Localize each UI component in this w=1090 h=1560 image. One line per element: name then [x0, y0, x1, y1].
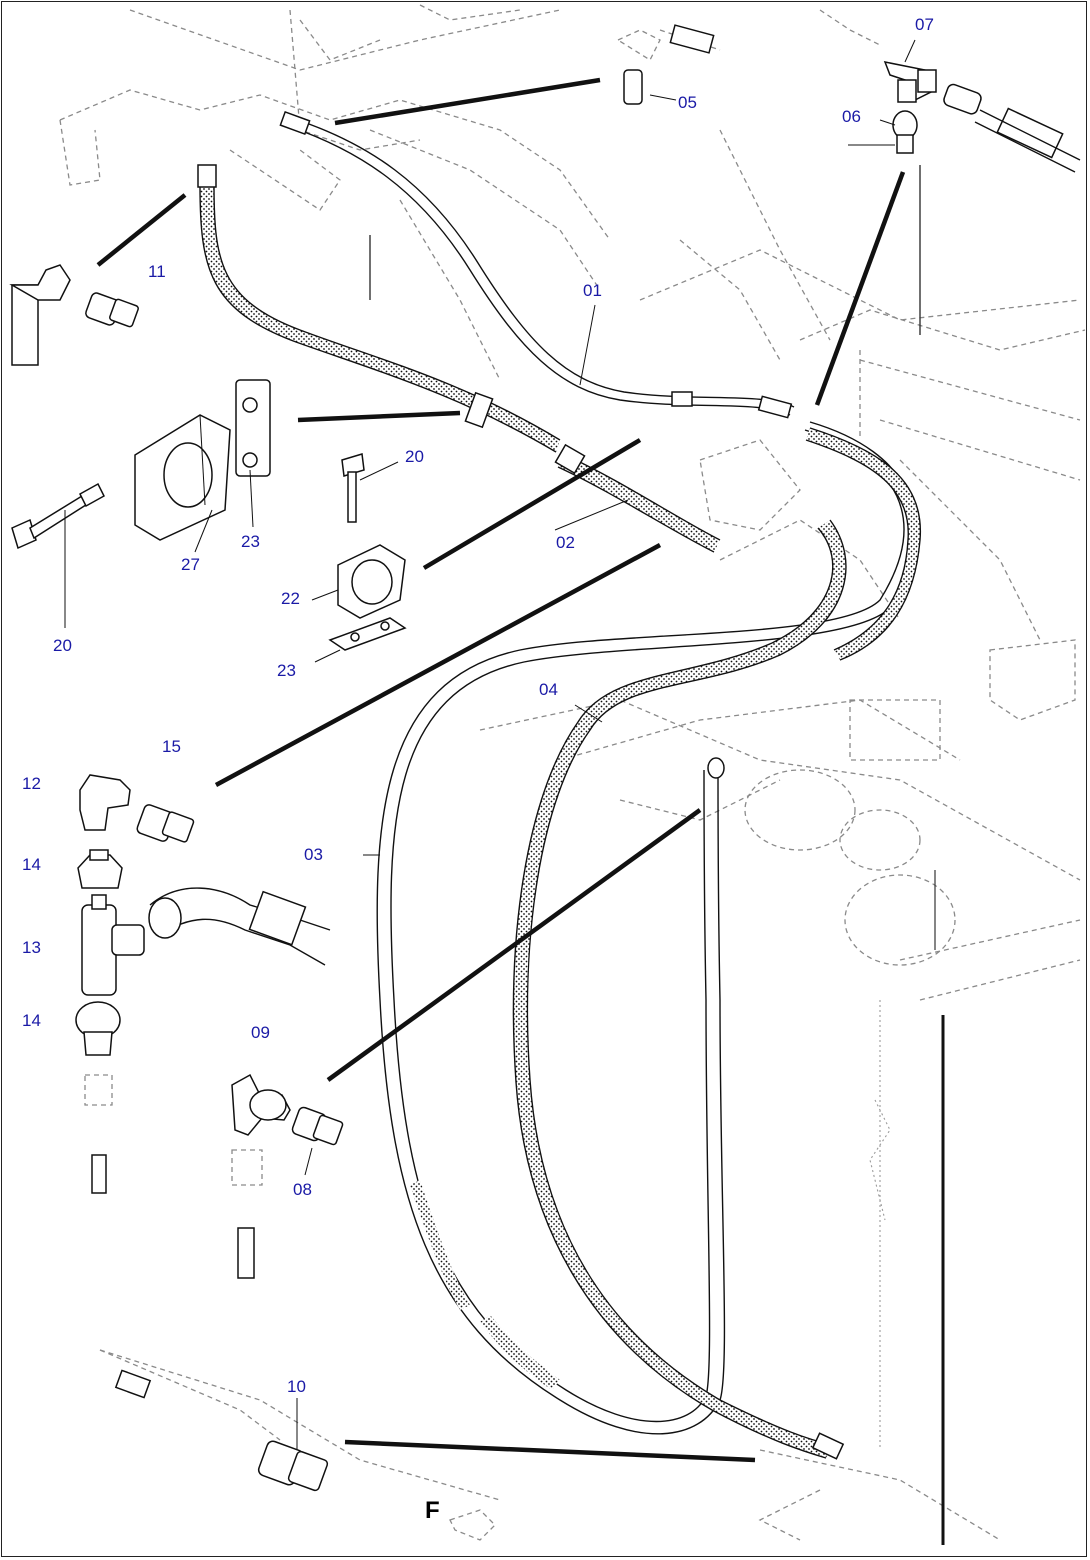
callout-07: 07	[915, 15, 934, 34]
callout-11: 11	[148, 262, 166, 281]
callout-06: 06	[842, 107, 861, 126]
callout-04: 04	[539, 680, 558, 699]
callout-leaders	[64, 39, 916, 1450]
callout-20-left: 20	[53, 636, 72, 655]
bolt-20-center	[341, 453, 365, 523]
hose-02	[554, 443, 721, 553]
callout-14-lower: 14	[22, 1011, 41, 1030]
background-structure	[59, 4, 1086, 1545]
callout-08: 08	[293, 1180, 312, 1199]
callout-05: 05	[678, 93, 697, 112]
callout-27: 27	[181, 555, 200, 574]
callout-20-center: 20	[405, 447, 424, 466]
hose-13-side	[148, 887, 331, 966]
fitting-15	[136, 804, 195, 843]
callout-15: 15	[162, 737, 181, 756]
fitting-05-group	[616, 24, 721, 105]
fitting-09	[231, 1073, 291, 1279]
fitting-08	[291, 1106, 344, 1146]
hose-right	[805, 427, 922, 661]
callout-23-left: 23	[241, 532, 260, 551]
callout-09: 09	[251, 1023, 270, 1042]
callout-23-center: 23	[277, 661, 296, 680]
fitting-14-upper	[77, 849, 123, 889]
fitting-12	[79, 774, 131, 831]
plate-23-center	[328, 617, 407, 651]
bolt-20-left	[11, 482, 105, 550]
callout-03: 03	[304, 845, 323, 864]
fitting-11-group	[9, 264, 139, 366]
clamp-27	[134, 414, 231, 541]
view-f-marker	[449, 1509, 496, 1541]
callout-13: 13	[22, 938, 41, 957]
hose-01	[279, 111, 795, 419]
hose-03	[376, 421, 917, 1435]
callout-02: 02	[556, 533, 575, 552]
hose-04	[480, 519, 847, 1460]
view-label-f: F	[425, 1497, 440, 1524]
callout-10: 10	[287, 1377, 306, 1396]
fitting-14-lower	[75, 1001, 121, 1194]
fitting-07-group	[819, 9, 1081, 173]
fitting-06-group	[892, 110, 918, 154]
callout-14-upper: 14	[22, 855, 41, 874]
hose-11	[197, 164, 561, 453]
callout-labels: 01 02 03 04 05 06 07 08 09 10 11 12 13 1…	[22, 15, 934, 1524]
fitting-13	[81, 894, 145, 996]
clamp-22	[337, 544, 406, 619]
plate-23-left	[235, 379, 271, 477]
fitting-10	[99, 1349, 329, 1492]
callout-12: 12	[22, 774, 41, 793]
callout-01: 01	[583, 281, 602, 300]
assembly-leaders	[96, 77, 906, 1463]
callout-22: 22	[281, 589, 300, 608]
